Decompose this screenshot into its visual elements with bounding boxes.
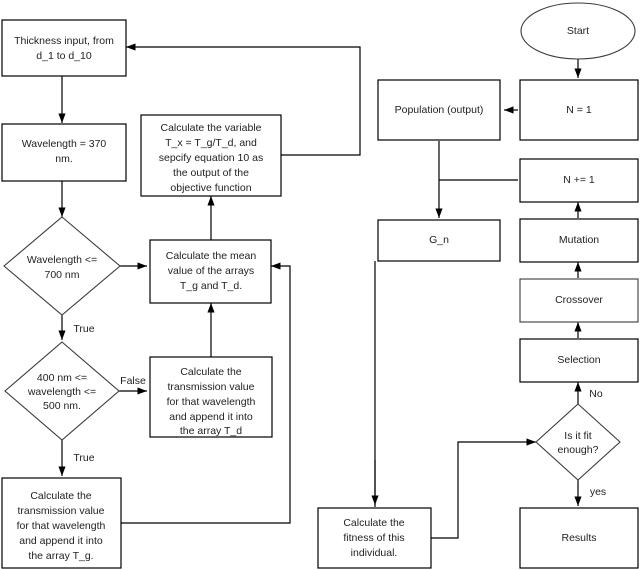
node-wavelength-init[interactable]: Wavelength = 370 nm.: [1, 123, 127, 182]
node-fitness-decision-line2: enough?: [558, 444, 599, 456]
node-append-tg-line1: Calculate the: [30, 490, 91, 502]
node-mutation-label: Mutation: [559, 234, 599, 246]
node-calc-fitness-line1: Calculate the: [343, 517, 404, 529]
node-append-tg-line4: and append it into: [19, 535, 103, 547]
node-fitness-decision[interactable]: Is it fit enough?: [535, 403, 621, 481]
node-append-tg[interactable]: Calculate the transmission value for tha…: [1, 477, 122, 569]
node-gn-label: G_n: [429, 234, 449, 246]
node-objective-function-line1: Calculate the variable: [161, 122, 262, 134]
node-mean-value-line1: Calculate the mean: [166, 250, 257, 262]
node-append-tg-line3: for that wavelength: [17, 520, 106, 532]
node-selection-label: Selection: [557, 354, 600, 366]
node-calc-fitness[interactable]: Calculate the fitness of this individual…: [317, 507, 432, 569]
node-thickness-input[interactable]: Thickness input, from d_1 to d_10: [1, 19, 127, 77]
node-wavelength-decision[interactable]: Wavelength <= 700 nm: [3, 216, 121, 316]
node-append-tg-line2: transmission value: [18, 505, 105, 517]
edge-label-range-false: False: [120, 375, 146, 387]
edge-label-wavelength-true: True: [73, 323, 94, 335]
node-range-decision-line2: wavelength <=: [27, 386, 96, 398]
node-results-label: Results: [561, 532, 596, 544]
node-start-label: Start: [567, 25, 589, 37]
node-append-td-line5: the array T_d: [180, 425, 242, 437]
node-selection[interactable]: Selection: [519, 338, 639, 383]
node-wavelength-init-line2: nm.: [55, 153, 73, 165]
node-gn[interactable]: G_n: [377, 219, 501, 262]
node-range-decision-line1: 400 nm <=: [37, 372, 87, 384]
node-append-td-line4: and append it into: [169, 411, 253, 423]
node-append-td[interactable]: Calculate the transmission value for tha…: [149, 356, 273, 438]
node-crossover-label: Crossover: [555, 294, 603, 306]
edge-objective-to-thickness: [126, 43, 361, 156]
node-wavelength-decision-line2: 700 nm: [44, 269, 79, 281]
node-n-increment[interactable]: N += 1: [519, 158, 639, 203]
node-append-td-line3: for that wavelength: [167, 396, 256, 408]
node-objective-function[interactable]: Calculate the variable T_x = T_g/T_d, an…: [140, 114, 282, 197]
node-population[interactable]: Population (output): [377, 79, 501, 141]
node-mean-value-line2: value of the arrays: [168, 265, 254, 277]
node-range-decision[interactable]: 400 nm <= wavelength <= 500 nm.: [4, 341, 120, 441]
edge-tg-to-mean: [121, 262, 291, 524]
edge-label-fitness-no: No: [589, 388, 603, 400]
node-wavelength-init-line1: Wavelength = 370: [22, 138, 107, 150]
node-fitness-decision-line1: Is it fit: [564, 430, 592, 442]
node-mutation[interactable]: Mutation: [519, 218, 639, 263]
node-crossover[interactable]: Crossover: [519, 278, 639, 323]
node-range-decision-line3: 500 nm.: [43, 400, 81, 412]
node-objective-function-line3: sepcify equation 10 as: [159, 152, 264, 164]
node-thickness-input-line2: d_1 to d_10: [36, 50, 92, 62]
node-start[interactable]: Start: [520, 2, 636, 60]
node-mean-value[interactable]: Calculate the mean value of the arrays T…: [149, 239, 272, 304]
node-calc-fitness-line2: fitness of this: [343, 532, 404, 544]
node-mean-value-line3: T_g and T_d.: [180, 280, 242, 292]
node-append-td-line1: Calculate the: [180, 366, 241, 378]
node-thickness-input-line1: Thickness input, from: [14, 35, 114, 47]
node-n-increment-label: N += 1: [563, 174, 595, 186]
node-n-init-label: N = 1: [566, 104, 592, 116]
edge-label-fitness-yes: yes: [590, 486, 606, 498]
edge-calc-fitness-to-decision: [431, 438, 536, 539]
node-objective-function-line4: the output of the: [173, 167, 249, 179]
node-n-init[interactable]: N = 1: [519, 79, 639, 141]
node-results[interactable]: Results: [519, 507, 639, 569]
node-calc-fitness-line3: individual.: [351, 547, 398, 559]
node-append-tg-line5: the array T_g.: [28, 550, 93, 562]
node-objective-function-line2: T_x = T_g/T_d, and: [165, 137, 257, 149]
edge-label-range-true: True: [73, 452, 94, 464]
node-append-td-line2: transmission value: [168, 381, 255, 393]
node-wavelength-decision-line1: Wavelength <=: [27, 254, 97, 266]
node-population-label: Population (output): [395, 104, 484, 116]
node-objective-function-line5: objective function: [170, 182, 251, 194]
